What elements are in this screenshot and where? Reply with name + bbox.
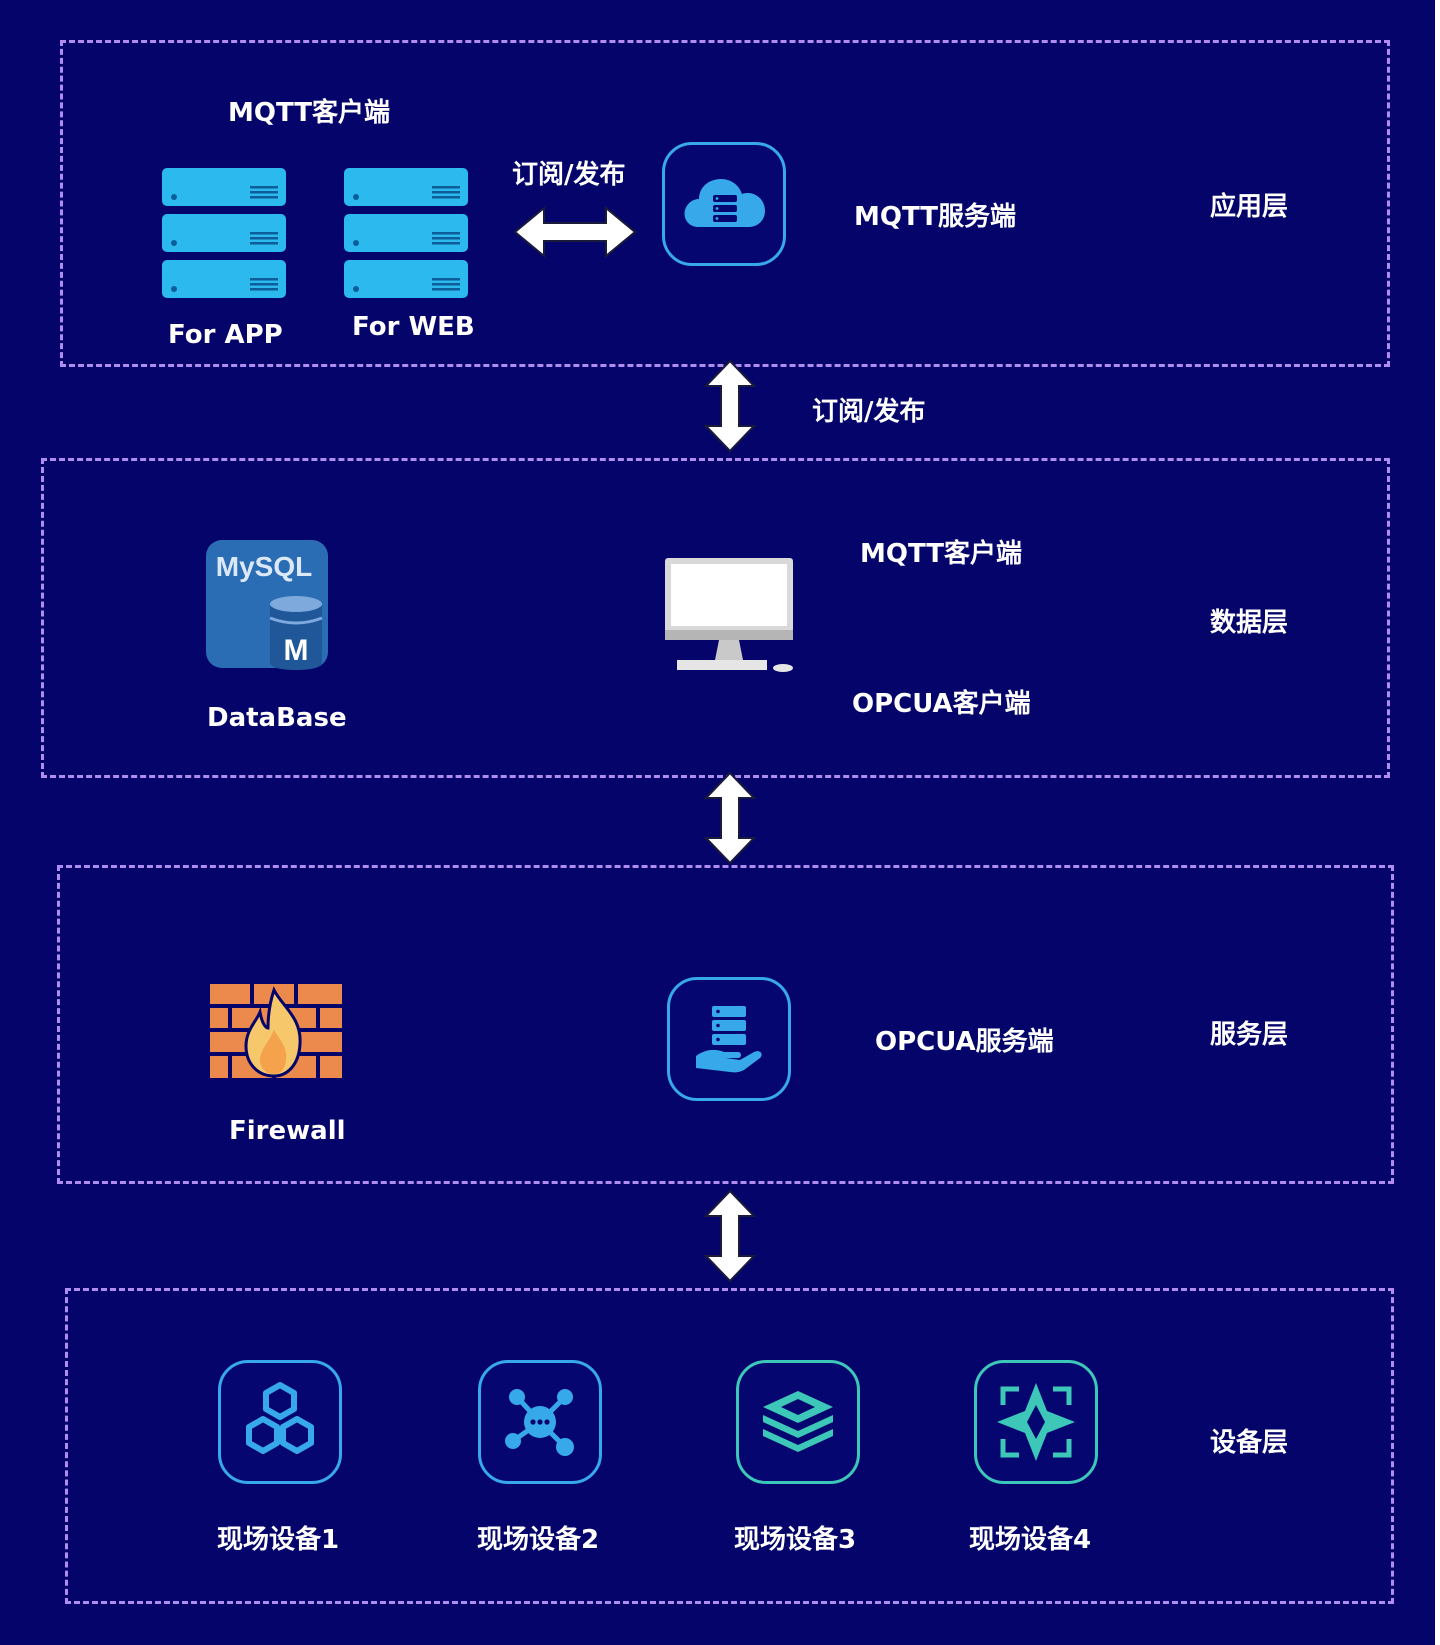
- vertical-double-arrow-icon-3: [703, 1189, 757, 1283]
- data-layer-box: [41, 458, 1390, 778]
- opcua-server-label: OPCUA服务端: [875, 1027, 1054, 1057]
- application-layer-name: 应用层: [1210, 192, 1289, 222]
- client-web-label: For WEB: [352, 312, 475, 342]
- pubsub-label-top: 订阅/发布: [512, 160, 626, 190]
- cloud-server-icon: [684, 179, 765, 227]
- device-label-3: 现场设备3: [734, 1525, 857, 1555]
- mqtt-client-title: MQTT客户端: [228, 98, 391, 128]
- frame-star-icon: [997, 1383, 1075, 1461]
- device-label-2: 现场设备2: [477, 1525, 600, 1555]
- firewall-icon: [210, 984, 342, 1078]
- vertical-double-arrow-icon-2: [703, 771, 757, 865]
- opcua-server-tile: [667, 977, 791, 1101]
- mqtt-server-tile: [662, 142, 786, 266]
- client-app-label: For APP: [168, 320, 283, 350]
- vertical-double-arrow-icon-1: [703, 359, 757, 453]
- server-web-icon: [344, 168, 468, 298]
- svg-text:M: M: [284, 634, 309, 667]
- device-tile-2: [478, 1360, 602, 1484]
- hand-server-icon: [696, 1006, 762, 1073]
- data-layer-name: 数据层: [1210, 608, 1289, 638]
- device-tile-4: [974, 1360, 1098, 1484]
- device-tile-1: [218, 1360, 342, 1484]
- device-layer-box: [65, 1288, 1394, 1604]
- hexagon-cluster-icon: [246, 1382, 314, 1454]
- service-layer-name: 服务层: [1210, 1020, 1289, 1050]
- server-app-icon: [162, 168, 286, 298]
- device-label-4: 现场设备4: [969, 1525, 1092, 1555]
- device-tile-3: [736, 1360, 860, 1484]
- desktop-computer-icon: [665, 558, 793, 672]
- device-layer-name: 设备层: [1210, 1428, 1289, 1458]
- layer-stack-icon: [763, 1391, 833, 1452]
- mqtt-server-label: MQTT服务端: [854, 202, 1017, 232]
- firewall-label: Firewall: [229, 1116, 346, 1146]
- data-mqtt-client-label: MQTT客户端: [860, 539, 1023, 569]
- network-hub-icon: [505, 1389, 574, 1456]
- pubsub-label-vertical: 订阅/发布: [812, 397, 926, 427]
- service-layer-box: [57, 865, 1394, 1184]
- database-label: DataBase: [207, 703, 347, 733]
- opcua-client-label: OPCUA客户端: [852, 689, 1031, 719]
- mysql-database-icon: MySQL M: [206, 540, 328, 670]
- horizontal-double-arrow-icon: [513, 205, 637, 259]
- device-label-1: 现场设备1: [217, 1525, 340, 1555]
- mysql-logo-text: MySQL: [216, 551, 312, 582]
